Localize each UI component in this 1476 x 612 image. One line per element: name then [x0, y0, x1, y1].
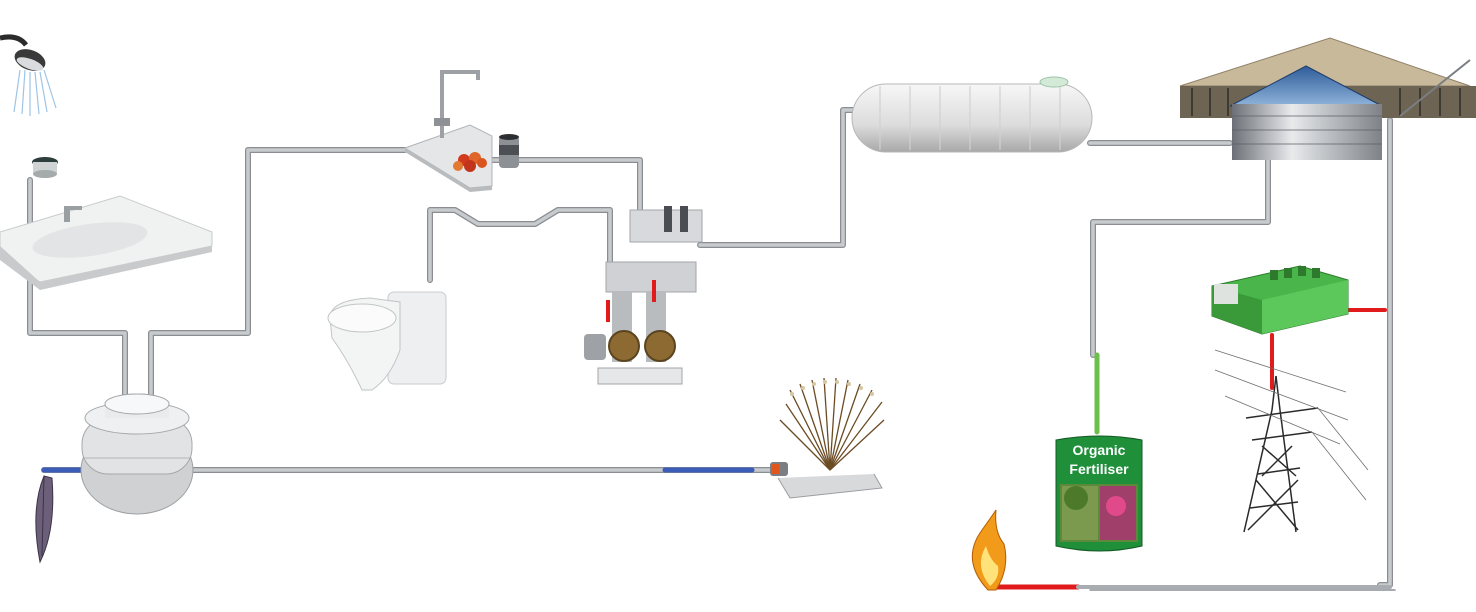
bag-label-line1: Organic — [1073, 442, 1126, 458]
biogas-digester-icon — [1179, 37, 1476, 160]
pipe-network — [27, 107, 1396, 591]
shower-icon — [0, 34, 57, 116]
kitchen-sink-icon — [403, 70, 493, 192]
fertiliser-bag-icon: Organic Fertiliser — [1055, 435, 1143, 552]
sprinkler-icon — [770, 377, 885, 499]
generator-icon — [1211, 265, 1349, 335]
flame-icon — [971, 509, 1007, 591]
power-pylon-icon — [1214, 349, 1369, 533]
toilet-icon — [327, 291, 447, 391]
food-waste-disposer-icon — [499, 134, 519, 168]
washbasin-icon — [0, 157, 213, 290]
bag-label-line2: Fertiliser — [1069, 461, 1129, 477]
pump-station-icon — [584, 206, 703, 385]
apples — [453, 152, 487, 172]
leaf-icon — [35, 475, 54, 564]
storage-tank-icon — [851, 76, 1093, 153]
grey-water-tank-icon — [80, 393, 194, 515]
